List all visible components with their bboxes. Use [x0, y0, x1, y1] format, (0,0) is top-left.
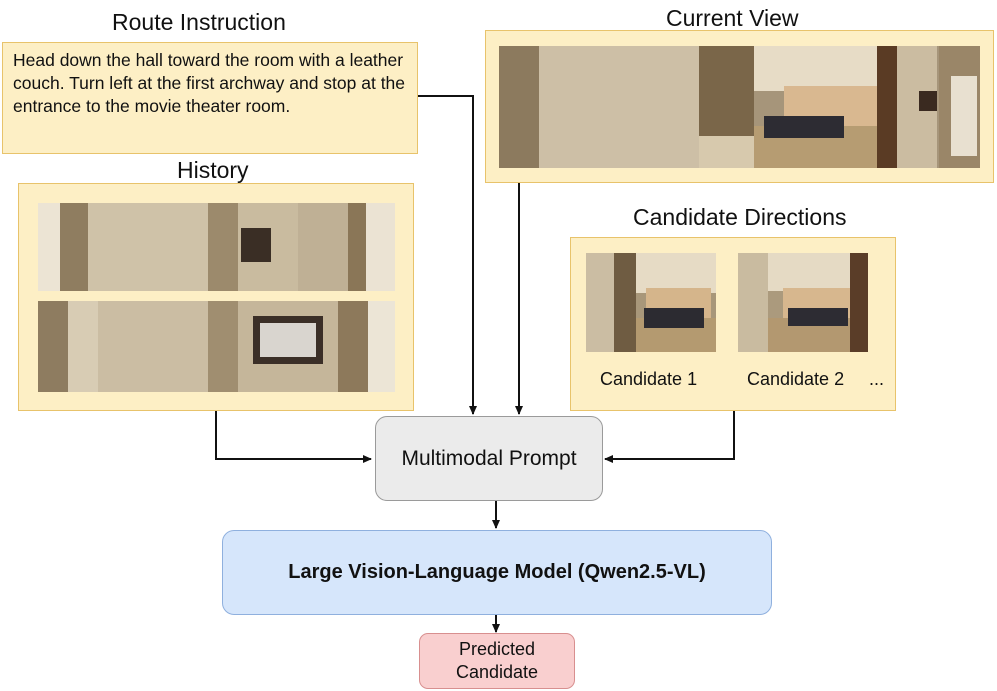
- candidates-to-prompt-arrow: [604, 411, 735, 463]
- current-view-heading: Current View: [666, 5, 799, 31]
- history-panorama-1: [38, 203, 395, 291]
- history-panel: [18, 183, 414, 411]
- candidate-2-label: Candidate 2: [747, 369, 845, 389]
- candidate-directions-heading: Candidate Directions: [633, 204, 847, 230]
- predicted-candidate-box: Predicted Candidate: [419, 633, 575, 689]
- vision-language-model-box: Large Vision-Language Model (Qwen2.5-VL): [222, 530, 772, 615]
- route-instruction-panel: Head down the hall toward the room with …: [2, 42, 418, 154]
- history-panorama-2: [38, 301, 395, 392]
- candidate-2-image: [738, 253, 868, 352]
- more-candidates-ellipsis: ...: [869, 369, 885, 389]
- route-instruction-heading: Route Instruction: [112, 9, 286, 35]
- candidate-1-label: Candidate 1: [600, 369, 698, 389]
- history-heading: History: [177, 157, 249, 183]
- current-view-panel: [485, 30, 994, 183]
- candidate-1-image: [586, 253, 716, 352]
- current-view-panorama: [499, 46, 980, 168]
- instruction-to-prompt-arrow: [418, 95, 477, 415]
- history-to-prompt-arrow: [215, 411, 372, 463]
- multimodal-prompt-box: Multimodal Prompt: [375, 416, 603, 501]
- candidate-directions-panel: Candidate 1 Candidate 2 ...: [570, 237, 896, 411]
